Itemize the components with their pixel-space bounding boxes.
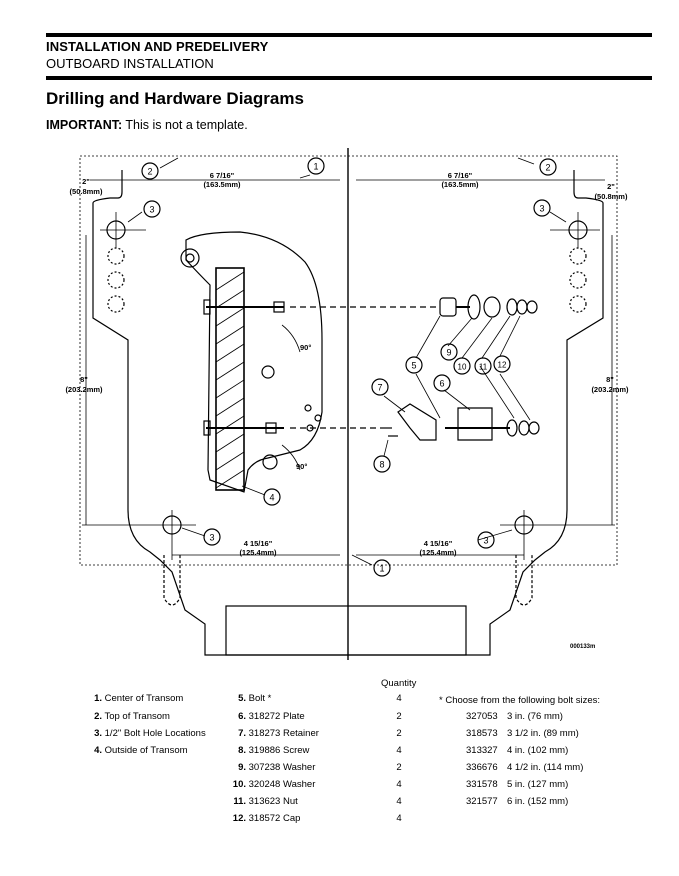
bolt-size: 6 in. (152 mm) — [507, 796, 569, 807]
transom-notch — [225, 605, 467, 656]
bolt-part: 321577 — [466, 796, 498, 807]
legend-item: 1. Center of Transom — [94, 693, 184, 704]
dim-side-right-mm: (50.8mm) — [595, 192, 628, 201]
bolt-size-note: * Choose from the following bolt sizes: — [439, 695, 601, 706]
angle-label-lower: 90° — [296, 462, 307, 471]
dim-height-left: 8" — [80, 375, 88, 384]
bolt-size: 4 in. (102 mm) — [507, 745, 569, 756]
legend-item: 6. 318272 Plate — [238, 711, 305, 722]
legend-item: 4. Outside of Transom — [94, 745, 188, 756]
transom-board — [215, 267, 245, 491]
bolt-part: 318573 — [466, 728, 498, 739]
bolt-part: 327053 — [466, 711, 498, 722]
callout-3-bottom-left: 3 — [209, 533, 214, 543]
bolt-part: 331578 — [466, 779, 498, 790]
motor-bracket — [185, 231, 323, 493]
dim-height-left-mm: (203.2mm) — [65, 385, 103, 394]
qty-value: 4 — [396, 813, 402, 824]
callout-3-top-left: 3 — [149, 205, 154, 215]
legend-item: 10. 320248 Washer — [232, 779, 316, 790]
callout-3-top-right: 3 — [539, 204, 544, 214]
dim-bottom-left-mm: (125.4mm) — [239, 548, 277, 557]
callout-6: 6 — [439, 379, 444, 389]
callout-7: 7 — [377, 383, 382, 393]
dim-side-left-mm: (50.8mm) — [70, 187, 103, 196]
callout-9: 9 — [446, 348, 451, 358]
dim-top-right: 6 7/16" — [448, 171, 473, 180]
dim-top-left: 6 7/16" — [210, 171, 235, 180]
qty-value: 4 — [396, 796, 402, 807]
dim-top-left-mm: (163.5mm) — [203, 180, 241, 189]
bolt-size: 3 in. (76 mm) — [507, 711, 563, 722]
figure-id: 000133m — [570, 644, 595, 650]
callout-11: 11 — [479, 363, 488, 372]
callout-2-left: 2 — [147, 167, 152, 177]
bolt-part: 336676 — [466, 762, 498, 773]
header-rule-bottom — [46, 76, 652, 80]
dim-bottom-right: 4 15/16" — [424, 539, 453, 548]
header-rule-top — [46, 33, 652, 37]
qty-value: 4 — [396, 779, 402, 790]
page-title: Drilling and Hardware Diagrams — [46, 89, 304, 108]
bolt-size: 4 1/2 in. (114 mm) — [507, 762, 584, 773]
legend-item: 3. 1/2" Bolt Hole Locations — [94, 728, 206, 739]
qty-value: 2 — [396, 762, 402, 773]
dim-side-left: 2" — [82, 177, 90, 186]
dim-bottom-left: 4 15/16" — [244, 539, 273, 548]
legend-item: 8. 319886 Screw — [238, 745, 310, 756]
callout-1-bottom: 1 — [379, 564, 384, 574]
callout-2-right: 2 — [545, 163, 550, 173]
transom-outline — [92, 170, 604, 656]
dim-top-right-mm: (163.5mm) — [441, 180, 479, 189]
legend-item: 7. 318273 Retainer — [238, 728, 319, 739]
bolt-part: 313327 — [466, 745, 498, 756]
callout-12: 12 — [498, 361, 507, 370]
dim-height-right: 8" — [606, 375, 614, 384]
callout-8: 8 — [379, 460, 384, 470]
callout-3-bottom-right: 3 — [483, 536, 488, 546]
legend-item: 9. 307238 Washer — [238, 762, 316, 773]
qty-value: 2 — [396, 711, 402, 722]
bolt-size: 5 in. (127 mm) — [507, 779, 569, 790]
dim-height-right-mm: (203.2mm) — [591, 385, 629, 394]
qty-value: 2 — [396, 728, 402, 739]
legend-item: 2. Top of Transom — [94, 711, 170, 722]
subsection-header: OUTBOARD INSTALLATION — [46, 56, 214, 71]
dim-side-right: 2" — [607, 182, 615, 191]
legend-item: 5. Bolt * — [238, 693, 272, 704]
callout-1-top: 1 — [313, 162, 318, 172]
callout-10: 10 — [458, 363, 467, 372]
important-label: IMPORTANT: — [46, 118, 123, 132]
callout-5: 5 — [411, 361, 416, 371]
qty-value: 4 — [396, 693, 402, 704]
dim-bottom-right-mm: (125.4mm) — [419, 548, 457, 557]
callout-4: 4 — [269, 493, 274, 503]
section-header: INSTALLATION AND PREDELIVERY — [46, 39, 269, 54]
bolt-size: 3 1/2 in. (89 mm) — [507, 728, 579, 739]
legend-item: 12. 318572 Cap — [232, 813, 301, 824]
angle-label-upper: 90° — [300, 343, 311, 352]
important-note: IMPORTANT: This is not a template. — [46, 118, 248, 132]
important-text: This is not a template. — [125, 118, 248, 132]
legend-item: 11. 313623 Nut — [233, 796, 298, 807]
qty-value: 4 — [396, 745, 402, 756]
quantity-header: Quantity — [381, 678, 417, 689]
